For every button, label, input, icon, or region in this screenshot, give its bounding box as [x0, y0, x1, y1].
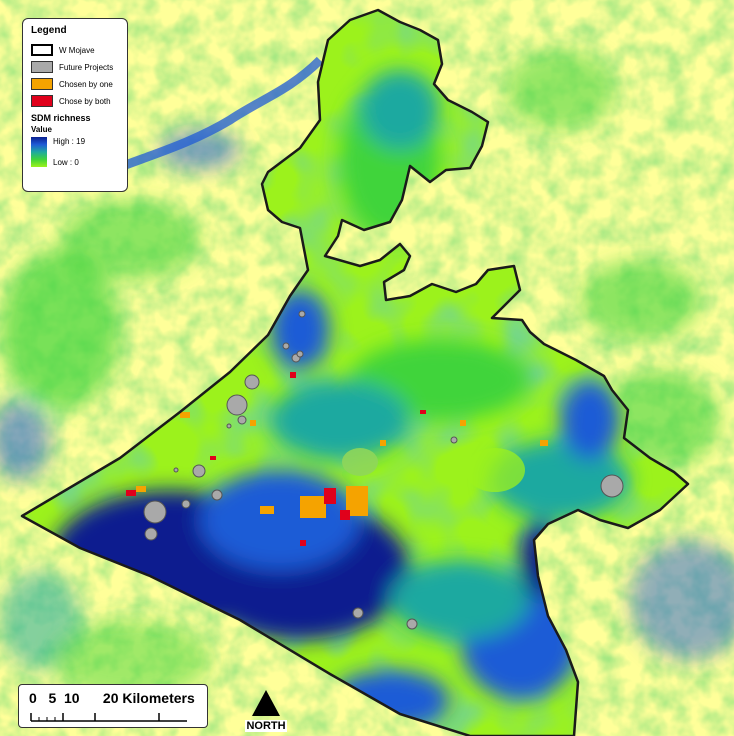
ramp-swatch [31, 137, 47, 167]
raster-title: SDM richness [31, 113, 91, 123]
legend-label: Future Projects [59, 62, 114, 72]
legend-item-future-projects: Future Projects [31, 59, 119, 75]
scale-bar: 0 5 10 20 Kilometers [18, 684, 208, 728]
north-label: NORTH [245, 720, 287, 732]
scale-ticks [30, 713, 187, 722]
legend-item-chosen-by-one: Chosen by one [31, 76, 119, 92]
chosen-areas [126, 372, 548, 546]
map-legend: Legend W Mojave Future Projects Chosen b… [22, 18, 128, 192]
future-projects [143, 310, 624, 630]
richness-gradient [50, 70, 630, 730]
outer-richness-patches [0, 50, 734, 700]
legend-label: Chose by both [59, 96, 111, 106]
color-ramp: High : 19 Low : 0 [31, 137, 119, 167]
legend-item-chose-by-both: Chose by both [31, 93, 119, 109]
ramp-labels: High : 19 Low : 0 [53, 137, 85, 167]
legend-label: Chosen by one [59, 79, 113, 89]
w-mojave-swatch [31, 44, 53, 56]
legend-item-w-mojave: W Mojave [31, 42, 119, 58]
low-label: Low : 0 [53, 158, 79, 167]
legend-title: Legend [31, 25, 67, 36]
high-label: High : 19 [53, 137, 86, 146]
dry-lake-2 [465, 448, 525, 492]
value-label: Value [31, 125, 52, 134]
north-arrow-icon [252, 690, 280, 716]
future-projects-swatch [31, 61, 53, 73]
dry-lake-1 [342, 448, 378, 476]
chosen-by-one-swatch [31, 78, 53, 90]
legend-label: W Mojave [59, 45, 95, 55]
north-arrow: NORTH [244, 690, 288, 734]
chose-by-both-swatch [31, 95, 53, 107]
scale-label: 0 5 10 20 Kilometers [29, 690, 195, 706]
